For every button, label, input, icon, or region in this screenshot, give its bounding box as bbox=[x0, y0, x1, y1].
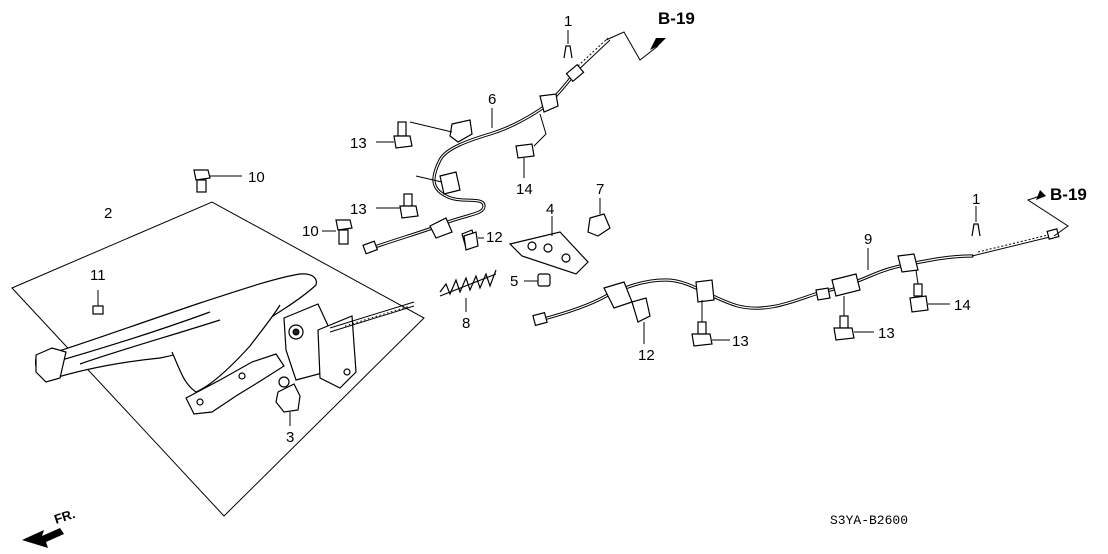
callout-4: 4 bbox=[546, 201, 554, 218]
callout-3: 3 bbox=[286, 429, 294, 446]
b19-lower-leader bbox=[1026, 190, 1069, 237]
callout-1-lower: 1 bbox=[972, 191, 980, 208]
parking-brake-lever bbox=[35, 273, 415, 415]
callout-12-upper: 12 bbox=[486, 229, 503, 246]
callout-13-b: 13 bbox=[350, 201, 367, 218]
part-3-switch bbox=[275, 376, 301, 426]
lever-assembly-frame bbox=[11, 201, 425, 517]
part-9-cable-lower bbox=[532, 228, 1060, 327]
callout-2: 2 bbox=[104, 205, 112, 222]
callout-5: 5 bbox=[510, 273, 518, 290]
callout-14-a: 14 bbox=[516, 181, 533, 198]
part-7-pin bbox=[587, 198, 611, 237]
part-1-clip-upper bbox=[563, 30, 573, 59]
callout-1-upper: 1 bbox=[564, 13, 572, 30]
part-13-bolt-c bbox=[691, 300, 730, 347]
part-14-bolt-b bbox=[909, 269, 950, 313]
part-6-cable-upper bbox=[362, 37, 611, 255]
part-10-bolt-lower bbox=[322, 219, 353, 245]
callout-8: 8 bbox=[462, 315, 470, 332]
callout-13-c: 13 bbox=[732, 333, 749, 350]
part-11-bolt bbox=[92, 290, 104, 315]
front-label: FR. bbox=[52, 506, 77, 527]
callout-10-lower: 10 bbox=[302, 223, 319, 240]
drawing-code: S3YA-B2600 bbox=[830, 513, 908, 528]
callout-12-lower: 12 bbox=[638, 347, 655, 364]
part-5-sleeve bbox=[524, 273, 551, 287]
part-4-equalizer bbox=[508, 216, 589, 275]
part-8-spring bbox=[439, 269, 497, 312]
part-12-nut-b bbox=[631, 297, 651, 344]
b19-upper-leader bbox=[605, 31, 666, 61]
callout-10-upper: 10 bbox=[248, 169, 265, 186]
ref-b19-lower: B-19 bbox=[1050, 185, 1087, 204]
callout-13-d: 13 bbox=[878, 325, 895, 342]
callout-11: 11 bbox=[90, 267, 106, 284]
part-12-nut-a bbox=[463, 231, 484, 251]
callout-7: 7 bbox=[596, 181, 604, 198]
part-10-bolt-upper bbox=[193, 169, 242, 193]
part-13-bolt-a bbox=[376, 121, 453, 149]
part-13-bolt-b bbox=[376, 175, 443, 219]
part-13-bolt-d bbox=[833, 296, 874, 341]
callout-6: 6 bbox=[488, 91, 496, 108]
ref-b19-upper: B-19 bbox=[658, 9, 695, 28]
callout-13-a: 13 bbox=[350, 135, 367, 152]
part-14-bolt-a bbox=[515, 113, 547, 178]
front-arrow-icon bbox=[22, 528, 64, 548]
part-1-clip-lower bbox=[971, 206, 981, 237]
callout-14-b: 14 bbox=[954, 297, 971, 314]
callout-9: 9 bbox=[864, 231, 872, 248]
